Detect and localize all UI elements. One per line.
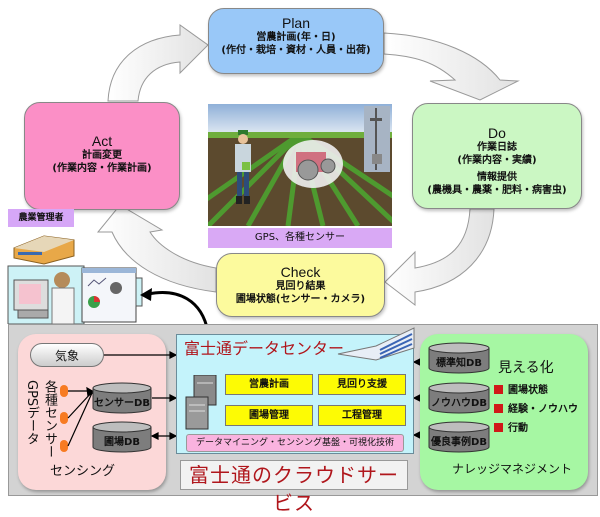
gps-sensor-caption: GPS、各種センサー: [208, 228, 392, 248]
act-title: Act: [91, 133, 113, 149]
module-farm-planning: 営農計画: [225, 374, 313, 395]
knowledge-management-title: ナレッジマネジメント: [452, 462, 573, 476]
plan-line1: 営農計画(年・日): [256, 32, 336, 43]
check-box: Check 見回り結果 圃場状態(センサー・カメラ): [216, 253, 385, 317]
office-building-icon: [13, 235, 75, 265]
arrow-act-to-plan: [107, 24, 209, 102]
database-icon: [92, 421, 152, 453]
sensor-db-cylinder: センサーDB: [92, 382, 152, 414]
weather-box: 気象: [30, 343, 104, 367]
do-title: Do: [488, 125, 506, 141]
computer-monitor-icon: [13, 279, 49, 319]
visualization-item: 行動: [494, 419, 528, 434]
plan-box: Plan 営農計画(年・日) (作付・栽培・資材・人員・出荷): [208, 8, 384, 74]
datacenter-building-icon: [337, 327, 415, 361]
visualization-heading: 見える化: [498, 360, 554, 376]
farmer-figure: [235, 130, 251, 204]
server-icon: [185, 375, 217, 430]
field-illustration: [208, 104, 392, 226]
knowhow-db-cylinder: ノウハウDB: [428, 382, 490, 414]
do-line3: 情報提供: [477, 172, 517, 183]
module-process-management: 工程管理: [318, 405, 406, 426]
check-line2: 圃場状態(センサー・カメラ): [235, 294, 366, 305]
standard-knowledge-db-cylinder: 標準知DB: [428, 342, 490, 374]
tractor-figure: [283, 140, 343, 188]
red-square-bullet-icon: [494, 385, 503, 394]
pdca-cycle-arrows: [96, 24, 520, 307]
act-line2: (作業内容・作業計画): [52, 163, 152, 174]
farm-manager-label: 農業管理者: [8, 209, 74, 227]
do-line1: 作業日誌: [477, 142, 517, 153]
red-square-bullet-icon: [494, 404, 503, 413]
field-photo: [208, 104, 392, 226]
visualization-item-label: 圃場状態: [508, 385, 548, 396]
visualization-item: 圃場状態: [494, 381, 548, 396]
check-title: Check: [280, 264, 321, 280]
act-box: Act 計画変更 (作業内容・作業計画): [24, 102, 180, 210]
platform-technologies: データマイニング・センシング基盤・可視化技術: [186, 434, 404, 452]
plan-line2: (作付・栽培・資材・人員・出荷): [221, 45, 371, 56]
do-line2: (作業内容・実績): [457, 155, 537, 166]
field-db-label: 圃場DB: [104, 437, 140, 448]
sensor-dot: [60, 440, 68, 452]
datacenter-title: 富士通データセンター: [184, 339, 345, 358]
visualization-item-label: 行動: [508, 423, 528, 434]
act-line1: 計画変更: [82, 150, 122, 161]
module-patrol-support: 見回り支援: [318, 374, 406, 395]
plan-title: Plan: [281, 15, 311, 31]
visualization-item: 経験・ノウハウ: [494, 400, 578, 415]
knowhow-db-label: ノウハウDB: [431, 398, 487, 409]
sensing-title: センシング: [50, 464, 116, 479]
check-line1: 見回り結果: [275, 281, 326, 292]
sensor-dot: [60, 412, 68, 424]
arrow-check-to-act: [96, 204, 217, 293]
person-at-desk-icon: [51, 272, 75, 324]
best-practice-db-label: 優良事例DB: [431, 437, 487, 448]
best-practice-db-cylinder: 優良事例DB: [428, 421, 490, 453]
arrow-do-to-check: [384, 208, 495, 307]
red-square-bullet-icon: [494, 423, 503, 432]
do-box: Do 作業日誌 (作業内容・実績) 情報提供 (農機具・農薬・肥料・病害虫): [412, 103, 582, 209]
visualization-item-label: 経験・ノウハウ: [508, 404, 578, 415]
standard-knowledge-db-label: 標準知DB: [436, 358, 482, 369]
cloud-service-title: 富士通のクラウドサービス: [180, 460, 408, 515]
database-icon: [428, 421, 490, 453]
module-field-management: 圃場管理: [225, 405, 313, 426]
sensor-db-label: センサーDB: [94, 398, 150, 409]
do-line4: (農機具・農薬・肥料・病害虫): [427, 185, 567, 196]
sensor-pole: [364, 106, 390, 172]
database-icon: [428, 382, 490, 414]
farm-manager-illustration: [7, 235, 143, 324]
sensors-label: 各種センサー: [42, 380, 57, 458]
sensor-dot: [60, 385, 68, 397]
dashboard-screen-icon: [81, 267, 137, 323]
database-icon: [92, 382, 152, 414]
arrow-plan-to-do: [383, 32, 520, 101]
field-db-cylinder: 圃場DB: [92, 421, 152, 453]
gps-data-label: GPSデータ: [24, 380, 39, 446]
database-icon: [428, 342, 490, 374]
